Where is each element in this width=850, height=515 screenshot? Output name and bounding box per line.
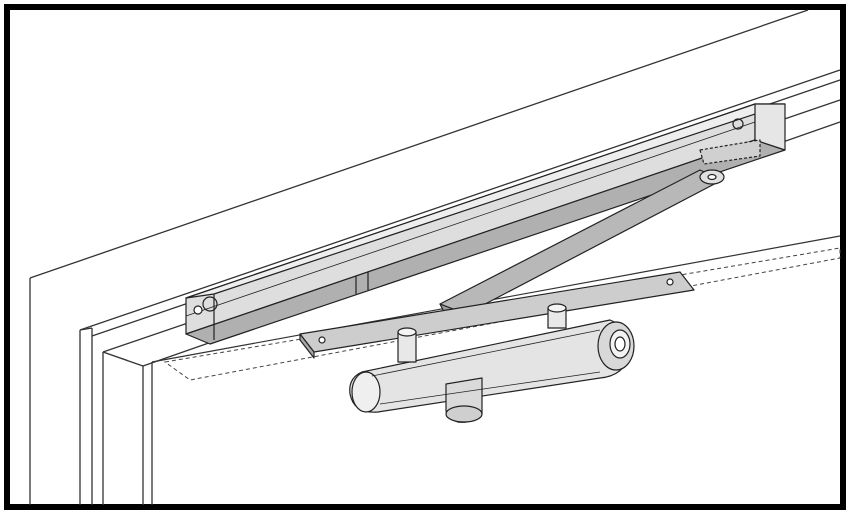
slide-arm: [439, 169, 725, 321]
door-closer-body: [349, 303, 635, 423]
track-end-cap: [699, 103, 786, 165]
door-head: [151, 235, 841, 363]
